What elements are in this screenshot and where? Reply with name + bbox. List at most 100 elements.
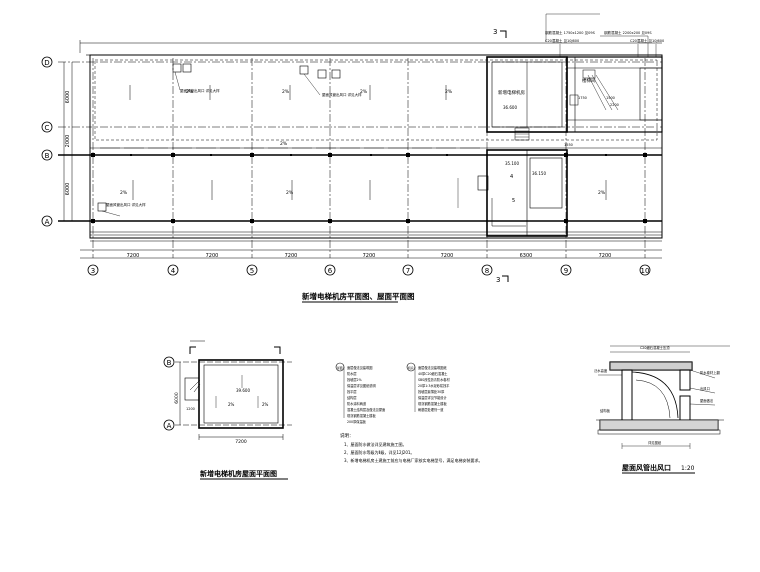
grid-row-label: D [44,59,49,67]
legend-item: 现浇钢筋混凝土楼板 [418,401,447,406]
beam-note: C20混凝土 见10J600 [630,38,664,43]
legend-group-title: 屋面 [337,366,343,370]
stair-room-label: 楼梯间 [582,77,596,84]
step-label: 5 [512,198,515,204]
legend-group-title: 机房 [408,366,414,370]
legend-item: 找坡层最薄处30厚 [418,389,445,394]
slope-labels: 2% 2% 2% 2% 2% 2% 2% 2% [120,89,606,196]
row-dim: 2000 [65,135,71,148]
detail-label: 屋面做法 [700,398,714,403]
slope-label: 2% [120,190,128,196]
roof-dim-height: 6000 [174,392,180,404]
grid-col-label: 10 [641,267,650,275]
outlet-callouts: 屋面风管出风口 详见大样 屋面风管出风口 详见大样 屋面风管出风口 详见大样 [97,63,362,217]
detail-title: 屋面风管出风口 [622,463,671,472]
machine-room: 新增电梯机房 36.600 [486,56,568,141]
beam-note: C20混凝土 见10J600 [545,38,579,43]
outlet-note: 屋面风管出风口 详见大样 [106,202,146,207]
slope-label: 2% [280,141,288,147]
legend-item: SBS改性沥青防水卷材 [418,377,450,382]
detail-label: C20细石混凝土压顶 [640,345,670,350]
roof-plan: B A 6000 1200 39.600 2% 2% 7200 新增电梯机房屋面… [163,340,292,480]
section-mark-top: 3 [493,28,497,36]
detail-label: 泛水高度 [594,368,608,373]
legend-item: 200厚保温板 [347,419,367,424]
legend-item: 防水层 [347,371,357,376]
outlet-note: 屋面风管出风口 详见大样 [180,88,220,93]
grid-col-label: 5 [250,267,254,275]
small-dim: 1550 [564,143,573,147]
legend-item: 保温层详见节能设计 [418,395,447,400]
legend-item: 现浇钢筋混凝土楼板 [347,413,376,418]
note-item: 2、屋面防水等级为Ⅱ级，详见12J201。 [344,449,414,455]
grid-row-label: B [167,359,172,367]
elevation-mark: 36.600 [503,105,517,110]
legend-item: 结构层 [347,395,357,400]
span-dim: 7200 [206,253,219,259]
detail-label: 防水卷材上翻 [700,370,720,375]
legend-item: 40厚C20细石混凝土 [418,371,448,376]
row-dim: 6000 [65,183,71,196]
roof-slope: 2% [262,402,269,407]
detail-label: 出风口 [700,386,710,391]
grid-col-label: 8 [485,267,489,275]
notes-heading: 说明： [340,432,354,439]
span-dim: 7200 [441,253,454,259]
span-dim: 7200 [363,253,376,259]
span-dim: 7200 [127,253,140,259]
note-item: 3、新增电梯机房土建施工前应与电梯厂家核实电梯型号，满足电梯安装要求。 [344,457,483,463]
elevation-mark: 35.100 [505,161,519,166]
beam-note: 钢筋混凝土 1750x1200 见09S [545,30,596,35]
grid-col-bubbles: 3 4 5 6 7 8 9 10 [87,264,651,276]
span-dims: 7200 7200 7200 7200 7200 6300 7200 [127,253,612,259]
small-dim: 2200 [610,103,619,107]
legend-item: 面层做法见建筑图纸 [418,365,447,370]
legend-group-2: 面层做法见建筑图纸 40厚C20细石混凝土 SBS改性沥青防水卷材 20厚1:3… [418,365,450,412]
roof-equipment-area: 楼梯间 1500 1750 2200 钢筋混凝土 1750x1200 见09S … [545,13,664,133]
machine-room-label: 新增电梯机房 [498,89,525,96]
drainage-arrows [100,85,607,200]
slope-label: 2% [282,89,290,95]
grid-col-label: 7 [406,267,410,275]
structural-columns [91,153,647,223]
legend-group-1: 面层做法见建筑图 防水层 找坡层2% 保温层详见图纸说明 找平层 结构层 防水涂… [347,365,385,424]
legend-notes: 屋面 面层做法见建筑图 防水层 找坡层2% 保温层详见图纸说明 找平层 结构层 … [335,362,483,463]
grid-col-label: 4 [171,267,176,275]
slope-label: 2% [598,190,606,196]
outlet-detail: C20细石混凝土压顶 防水卷材上翻 出风口 屋面做法 泛水高度 结构板 详见图纸… [594,345,730,474]
grid-row-label: A [45,218,50,226]
small-dim: 1750 [578,96,587,100]
legend-item: 找平层 [347,389,357,394]
row-dim: 6000 [65,91,71,104]
elevator-core: 36.150 35.100 4 5 1550 [457,143,573,237]
legend-item: 防水涂料两道 [347,401,367,406]
span-dim: 7200 [599,253,612,259]
roof-inner-dim: 1200 [186,407,195,411]
legend-item: 20厚1:3水泥砂浆找平 [418,383,450,388]
span-dim: 6300 [520,253,533,259]
slope-label: 2% [360,89,368,95]
step-label: 4 [510,174,513,180]
legend-item: 混凝土结构层及做法见屋面 [347,407,385,412]
grid-col-label: 6 [328,267,333,275]
detail-label: 结构板 [600,408,611,413]
beam-note: 钢筋混凝土 2200x200 见09S [604,30,652,35]
main-plan: 3 3 D C B A [41,13,664,303]
slope-label: 2% [186,89,194,95]
column-gridlines [92,58,646,258]
span-dim: 7200 [285,253,298,259]
elevation-mark: 36.150 [532,171,546,176]
section-mark-bottom: 3 [496,276,500,284]
roof-dim-width: 7200 [235,439,247,445]
outlet-note: 屋面风管出风口 详见大样 [322,92,362,97]
detail-dim: 详见图纸 [648,440,662,445]
row-dims: 6000 2000 6000 [65,91,71,196]
legend-item: 面层做法见建筑图 [347,365,373,370]
grid-row-label: A [167,422,172,430]
legend-item: 保温层详见图纸说明 [347,383,376,388]
roof-elevation: 39.600 [236,388,250,393]
legend-item: 刷基层处理剂一道 [418,407,444,412]
grid-col-label: 9 [564,267,568,275]
slope-label: 2% [445,89,453,95]
